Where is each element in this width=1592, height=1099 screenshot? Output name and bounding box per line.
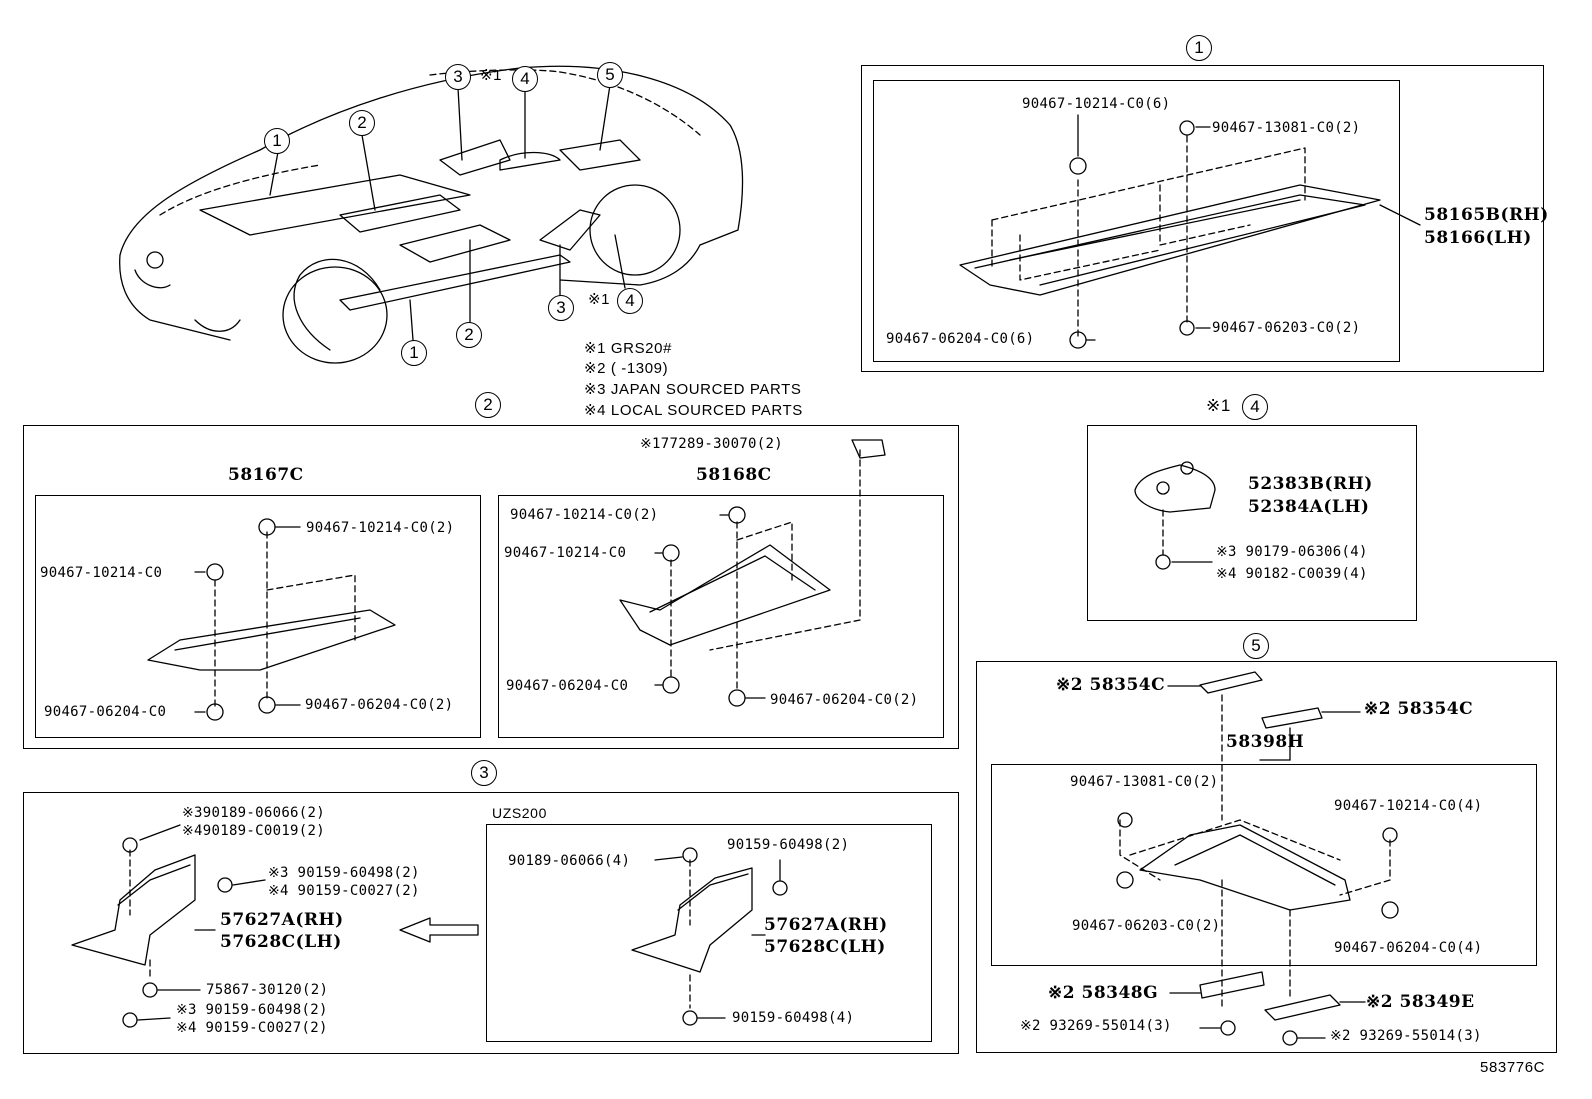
s3-part-b2[interactable]: 90159-60498(2) (727, 837, 850, 853)
section-4-marker: ※1 (1206, 396, 1231, 415)
note-4: ※4 LOCAL SOURCED PARTS (584, 402, 803, 419)
s5-part-10[interactable]: ※2 93269-55014(3) (1330, 1028, 1482, 1044)
s2-top-part[interactable]: ※177289-30070(2) (640, 436, 783, 452)
s5-part-6[interactable]: 90467-06204-C0(4) (1334, 940, 1483, 956)
s5-part-4[interactable]: 90467-10214-C0(4) (1334, 798, 1483, 814)
callout-3-top: 3 (445, 64, 471, 90)
s4-part-2[interactable]: ※4 90182-C0039(4) (1216, 566, 1368, 582)
section-2-outer-box (23, 425, 959, 749)
s1-main-lh[interactable]: 58166(LH) (1424, 228, 1532, 248)
callout-1-top: 1 (264, 128, 290, 154)
s4-main-lh[interactable]: 52384A(LH) (1248, 497, 1370, 517)
s3-part-a7[interactable]: ※4 90159-C0027(2) (176, 1020, 328, 1036)
s4-part-1[interactable]: ※3 90179-06306(4) (1216, 544, 1368, 560)
note-1: ※1 GRS20# (584, 340, 673, 357)
s1-part-4[interactable]: 90467-06203-C0(2) (1212, 320, 1361, 336)
s3-part-b1[interactable]: 90189-06066(4) (508, 853, 631, 869)
s3-part-a5[interactable]: 75867-30120(2) (206, 982, 329, 998)
diagram-id: 583776C (1480, 1059, 1546, 1076)
s3-part-a6[interactable]: ※3 90159-60498(2) (176, 1002, 328, 1018)
s2-left-part-2[interactable]: 90467-10214-C0 (40, 565, 163, 581)
s5-part-1[interactable]: ※2 58354C (1056, 675, 1166, 695)
s2-right-part-1[interactable]: 90467-10214-C0(2) (510, 507, 659, 523)
s5-part-2[interactable]: ※2 58354C (1364, 699, 1474, 719)
section-1-outer-box (861, 65, 1544, 372)
callout-2-top: 2 (349, 110, 375, 136)
s2-left-part-1[interactable]: 90467-10214-C0(2) (306, 520, 455, 536)
section-4-header: 4 (1242, 394, 1268, 420)
s1-part-3[interactable]: 90467-06204-C0(6) (886, 331, 1035, 347)
s2-right-part-4[interactable]: 90467-06204-C0(2) (770, 692, 919, 708)
s2-right-part-2[interactable]: 90467-10214-C0 (504, 545, 627, 561)
section-1-inner-box (873, 80, 1400, 362)
s5-main[interactable]: 58398H (1226, 732, 1305, 752)
section-3-outer-box (23, 792, 959, 1054)
s3-main-rh[interactable]: 57627A(RH) (220, 910, 344, 930)
section-4-box (1087, 425, 1417, 621)
s3-sub-main-lh[interactable]: 57628C(LH) (764, 937, 886, 957)
callout-4-top: 4 (512, 66, 538, 92)
s2-left-part-3[interactable]: 90467-06204-C0 (44, 704, 167, 720)
s3-part-a4[interactable]: ※4 90159-C0027(2) (268, 883, 420, 899)
s5-part-7[interactable]: ※2 58348G (1048, 983, 1159, 1003)
s4-main-rh[interactable]: 52383B(RH) (1248, 474, 1373, 494)
s5-part-5[interactable]: 90467-06203-C0(2) (1072, 918, 1221, 934)
s3-sub-title: UZS200 (492, 805, 547, 821)
callout-5-top: 5 (597, 62, 623, 88)
s2-right-part-3[interactable]: 90467-06204-C0 (506, 678, 629, 694)
callout-1-bottom: 1 (401, 340, 427, 366)
section-5-header: 5 (1243, 633, 1269, 659)
note-3: ※3 JAPAN SOURCED PARTS (584, 381, 802, 398)
section-3-sub-box (486, 824, 932, 1042)
section-5-outer-box (976, 661, 1557, 1053)
s2-left-title[interactable]: 58167C (228, 465, 304, 485)
section-2-header: 2 (475, 392, 501, 418)
s1-part-2[interactable]: 90467-13081-C0(2) (1212, 120, 1361, 136)
s3-main-lh[interactable]: 57628C(LH) (220, 932, 342, 952)
section-2-left-box (35, 495, 481, 738)
s5-part-3[interactable]: 90467-13081-C0(2) (1070, 774, 1219, 790)
callout-4-bottom: 4 (617, 288, 643, 314)
s2-left-part-4[interactable]: 90467-06204-C0(2) (305, 697, 454, 713)
s5-part-9[interactable]: ※2 93269-55014(3) (1020, 1018, 1172, 1034)
s3-part-a3[interactable]: ※3 90159-60498(2) (268, 865, 420, 881)
s3-part-a2[interactable]: ※490189-C0019(2) (182, 823, 325, 839)
section-1-header: 1 (1186, 35, 1212, 61)
note-marker-1: ※1 (480, 67, 503, 84)
s5-part-8[interactable]: ※2 58349E (1366, 992, 1475, 1012)
s1-main-rh[interactable]: 58165B(RH) (1424, 205, 1549, 225)
callout-2-bottom: 2 (456, 322, 482, 348)
section-3-header: 3 (471, 760, 497, 786)
section-5-inner-box (991, 764, 1537, 966)
note-2: ※2 ( -1309) (584, 360, 669, 377)
s2-right-title[interactable]: 58168C (696, 465, 772, 485)
s3-sub-main-rh[interactable]: 57627A(RH) (764, 915, 888, 935)
section-2-right-box (498, 495, 944, 738)
note-marker-1b: ※1 (588, 291, 611, 308)
s3-part-a1[interactable]: ※390189-06066(2) (182, 805, 325, 821)
callout-3-bottom: 3 (548, 295, 574, 321)
s3-part-b3[interactable]: 90159-60498(4) (732, 1010, 855, 1026)
s1-part-1[interactable]: 90467-10214-C0(6) (1022, 96, 1171, 112)
